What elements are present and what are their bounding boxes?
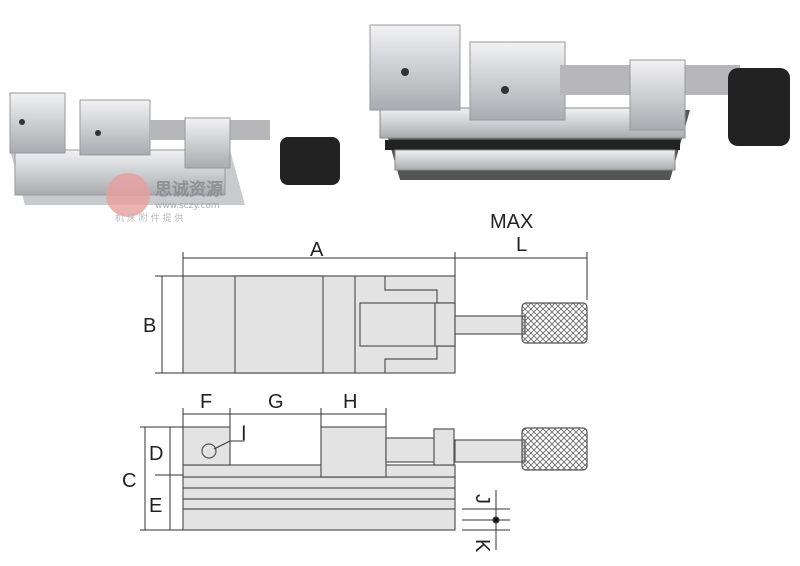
dim-label-d: D: [149, 443, 163, 465]
dim-label-k: K: [471, 539, 493, 553]
dim-label-j: J: [471, 494, 493, 504]
watermark-logo: 思诚资源 www.sczy.com 机 床 附 件 提 供: [106, 173, 223, 224]
large-vise-photo: [369, 24, 790, 180]
svg-text:机 床 附 件 提 供: 机 床 附 件 提 供: [115, 212, 183, 224]
dim-label-b: B: [143, 315, 156, 337]
dimension-lines: [140, 252, 588, 550]
dim-label-l: L: [516, 234, 527, 256]
dim-label-e: E: [149, 495, 162, 517]
dim-label-g: G: [268, 391, 284, 413]
small-vise-photo: [9, 92, 340, 205]
svg-text:思诚资源: 思诚资源: [155, 179, 223, 200]
dim-label-i: I: [241, 423, 247, 445]
top-view-drawing: [182, 275, 588, 374]
dim-label-c: C: [122, 470, 136, 492]
dim-label-a: A: [310, 239, 324, 261]
svg-text:www.sczy.com: www.sczy.com: [155, 201, 220, 211]
side-view-drawing: [182, 426, 588, 531]
dim-label-max: MAX: [490, 211, 533, 233]
dim-label-h: H: [343, 391, 357, 413]
dim-label-f: F: [200, 391, 212, 413]
